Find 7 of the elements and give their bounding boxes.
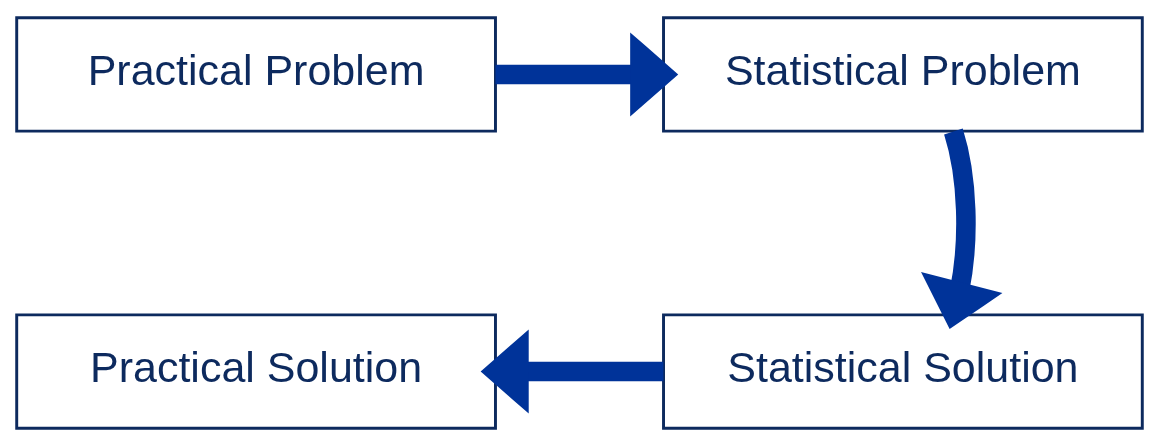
arrow (480, 329, 664, 414)
node-box: Statistical Solution (662, 313, 1144, 430)
arrow (921, 128, 1003, 330)
arrow (495, 32, 679, 117)
node-box: Practical Problem (15, 16, 497, 133)
node-box: Statistical Problem (662, 16, 1144, 133)
node-box: Practical Solution (15, 313, 497, 430)
